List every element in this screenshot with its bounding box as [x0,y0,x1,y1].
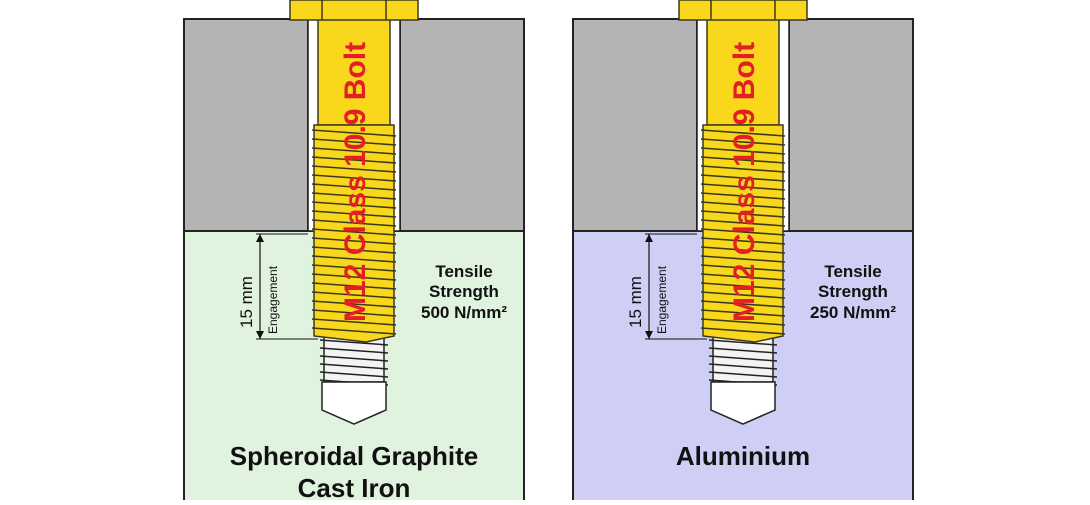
tap-thread-line [319,363,389,370]
tensile-line2: Strength [429,282,499,302]
bolt-label: M12 Class 10.9 Bolt [339,42,372,322]
tensile-strength-label-iron: Tensile Strength 500 N/mm² [404,262,524,323]
bolt-head [289,0,419,21]
bolt-thread-line [700,210,786,218]
tap-thread-line [319,347,389,354]
tensile-line1: Tensile [824,262,882,281]
material-line2: Cast Iron [297,473,411,503]
bolt-thread-line [700,255,786,263]
engagement-length: 15 mm [626,276,645,328]
bolt-thread-line [700,201,786,209]
panel-iron: M12 Class 10.9 Bolt 15 mm Engagement [183,0,525,505]
tap-thread-line [708,339,778,346]
arrowhead-up [256,234,264,242]
bolt-thread-line [700,192,786,200]
arrowhead-down [256,331,264,339]
bolt-thread-line [311,138,397,146]
bolt-thread-line [700,282,786,290]
tap-thread-line [708,371,778,378]
engagement-word: Engagement [655,265,669,334]
bolt-thread-line [311,192,397,200]
bolt-thread-line [700,237,786,245]
bolt-thread-line [700,165,786,173]
clamp-block-left [183,18,309,232]
tap-thread-line [319,339,389,346]
tensile-value: 500 N/mm² [421,302,507,322]
tap-thread-line [319,355,389,362]
bolt-thread-line [311,273,397,281]
material-line1: Aluminium [675,441,811,471]
bolt-thread-line [311,327,397,335]
bolt-thread-line [311,309,397,317]
bolt-thread-line [311,255,397,263]
bolt-thread-line [311,318,397,326]
tap-thread-line [708,347,778,354]
drill-point [321,381,387,425]
bolt-thread-line [311,210,397,218]
bolt-thread-line [700,273,786,281]
bolt-thread-line [311,300,397,308]
bolt-thread-line [311,129,397,137]
bolt-thread-line [311,156,397,164]
panel-aluminium: M12 Class 10.9 Bolt 15 mm Engagement [572,0,914,505]
bolt-thread-line [700,219,786,227]
clamp-block-right [399,18,525,232]
bolt-thread-line [700,156,786,164]
engagement-length: 15 mm [237,276,256,328]
tap-thread-line [708,363,778,370]
bolt-thread-line [311,174,397,182]
drill-point [710,381,776,425]
tap-thread-line [319,371,389,378]
bolt-thread-line [700,147,786,155]
bolt-thread-line [700,327,786,335]
tap-thread-line [708,355,778,362]
bolt-thread-line [700,264,786,272]
bolt-thread-line [311,165,397,173]
bolt-thread-line [700,174,786,182]
bolt-shank [706,0,780,126]
bolt-thread-line [311,246,397,254]
bolt-thread-line [311,291,397,299]
bolt-thread-line [311,228,397,236]
bolt-shank [317,0,391,126]
bolt-thread-line [700,318,786,326]
bolt-thread-line [311,237,397,245]
bolt-thread-line [700,228,786,236]
bolt-thread-line [700,183,786,191]
material-line1: Spheroidal Graphite [229,441,479,471]
tensile-line1: Tensile [435,262,493,281]
tensile-line2: Strength [818,282,888,302]
bolt-thread-line [311,219,397,227]
bolt-thread-line [700,246,786,254]
bolt-thread-line [311,183,397,191]
bolt-label: M12 Class 10.9 Bolt [728,42,761,322]
bolt-thread-line [311,282,397,290]
bolt-thread-line [700,138,786,146]
tensile-value: 250 N/mm² [810,302,896,322]
arrowhead-down [645,331,653,339]
bolt-thread-line [700,300,786,308]
bolt-thread-line [311,201,397,209]
tensile-strength-label-aluminium: Tensile Strength 250 N/mm² [793,262,913,323]
bolt-thread-line [311,264,397,272]
engagement-word: Engagement [266,265,280,334]
bolt-thread-line [311,147,397,155]
bolt-head [678,0,808,21]
material-label-aluminium: Aluminium [573,440,913,472]
arrowhead-up [645,234,653,242]
clamp-block-left [572,18,698,232]
clamp-block-right [788,18,914,232]
bolt-thread-line [700,129,786,137]
bolt-thread-line [700,291,786,299]
material-label-iron: Spheroidal Graphite Cast Iron [184,440,524,504]
bolt-thread-line [700,309,786,317]
